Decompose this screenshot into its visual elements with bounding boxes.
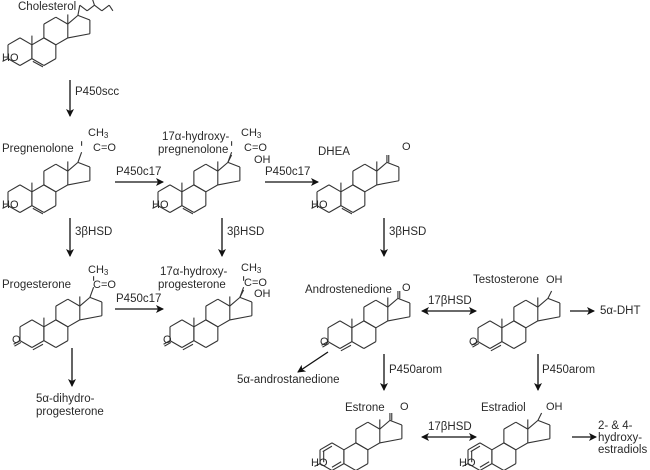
label-5a-androstanedione: 5α-androstanedione bbox=[237, 374, 340, 386]
enzyme-3bhsd-a: 3βHSD bbox=[75, 226, 113, 238]
atom-o-androstenedione-3: O bbox=[320, 336, 329, 348]
arrow-androstanedione bbox=[297, 351, 329, 373]
label-pregnenolone: Pregnenolone bbox=[2, 143, 74, 155]
atom-ch3-17oh-pregnenolone: CH3 bbox=[241, 127, 262, 140]
label-5a-dihydroprogesterone-line1: 5α-dihydro- bbox=[36, 393, 95, 405]
atom-oh-testosterone: OH bbox=[546, 274, 563, 286]
structure-estradiol bbox=[462, 412, 551, 470]
label-5a-dihydroprogesterone-line2: progesterone bbox=[36, 406, 104, 418]
atom-o-estrone: O bbox=[400, 401, 409, 413]
atom-ch3-pregnenolone: CH3 bbox=[88, 127, 109, 140]
structure-androstenedione bbox=[321, 291, 411, 352]
atom-o-testosterone: O bbox=[469, 336, 478, 348]
atom-ho-dhea: HO bbox=[311, 199, 328, 211]
atom-ch3-17oh-progesterone: CH3 bbox=[241, 262, 262, 275]
atom-ch3-progesterone: CH3 bbox=[88, 264, 109, 277]
label-testosterone: Testosterone bbox=[473, 274, 539, 286]
enzyme-p450scc: P450scc bbox=[75, 86, 120, 98]
atom-ho-17oh-pregnenolone: HO bbox=[152, 199, 169, 211]
atom-oh-17oh-progesterone: OH bbox=[254, 288, 271, 300]
structure-pregnenolone bbox=[2, 141, 91, 215]
enzyme-17bhsd-a: 17βHSD bbox=[428, 295, 472, 307]
enzyme-3bhsd-b: 3βHSD bbox=[227, 226, 265, 238]
structure-testosterone bbox=[471, 290, 561, 352]
enzyme-p450arom-b: P450arom bbox=[542, 364, 596, 376]
label-17oh-pregnenolone-line1: 17α-hydroxy- bbox=[162, 131, 230, 143]
label-cholesterol: Cholesterol bbox=[18, 1, 77, 13]
label-hydroxyestradiols-line3: estradiols bbox=[598, 444, 648, 456]
atom-co-pregnenolone: C=O bbox=[93, 142, 116, 154]
label-5a-dht: 5α-DHT bbox=[600, 305, 641, 317]
enzyme-3bhsd-c: 3βHSD bbox=[389, 226, 427, 238]
atom-o-progesterone: O bbox=[12, 334, 21, 346]
atom-co-17oh-progesterone: C=O bbox=[244, 277, 267, 289]
atom-oh-estradiol: OH bbox=[546, 401, 563, 413]
atom-co-progesterone: C=O bbox=[93, 279, 116, 291]
atom-co-17oh-pregnenolone: C=O bbox=[244, 142, 267, 154]
atom-o-dhea: O bbox=[402, 141, 411, 153]
atom-ho-estrone: HO bbox=[311, 457, 328, 469]
structure-dhea bbox=[311, 155, 400, 215]
label-17oh-progesterone-line1: 17α-hydroxy- bbox=[160, 266, 228, 278]
label-17oh-progesterone-line2: progesterone bbox=[158, 279, 226, 291]
label-progesterone: Progesterone bbox=[2, 279, 72, 291]
label-androstenedione: Androstenedione bbox=[305, 284, 392, 296]
label-hydroxyestradiols-line1: 2- & 4- bbox=[598, 420, 633, 432]
enzyme-p450arom-a: P450arom bbox=[389, 364, 443, 376]
atom-oh-17oh-pregnenolone: OH bbox=[254, 154, 271, 166]
label-estrone: Estrone bbox=[345, 402, 385, 414]
atom-o-androstenedione-17: O bbox=[402, 282, 411, 294]
label-17oh-pregnenolone-line2: pregnenolone bbox=[158, 144, 229, 156]
atom-o-17oh-progesterone: O bbox=[163, 334, 172, 346]
structure-17oh-progesterone bbox=[163, 276, 253, 351]
enzyme-p450c17-b: P450c17 bbox=[265, 166, 311, 178]
atom-ho-pregnenolone: HO bbox=[2, 199, 19, 211]
structure-cholesterol bbox=[2, 0, 114, 68]
label-hydroxyestradiols-line2: hydroxy- bbox=[598, 432, 643, 444]
structure-17oh-pregnenolone bbox=[152, 141, 241, 215]
enzyme-17bhsd-b: 17βHSD bbox=[428, 421, 472, 433]
atom-ho-cholesterol: HO bbox=[2, 52, 19, 64]
enzyme-p450c17-a: P450c17 bbox=[116, 166, 162, 178]
enzyme-p450c17-c: P450c17 bbox=[116, 293, 162, 305]
structure-estrone bbox=[314, 413, 403, 470]
label-estradiol: Estradiol bbox=[481, 402, 526, 414]
atom-ho-estradiol: HO bbox=[459, 457, 476, 469]
label-dhea: DHEA bbox=[318, 146, 350, 158]
structure-progesterone bbox=[13, 276, 103, 351]
